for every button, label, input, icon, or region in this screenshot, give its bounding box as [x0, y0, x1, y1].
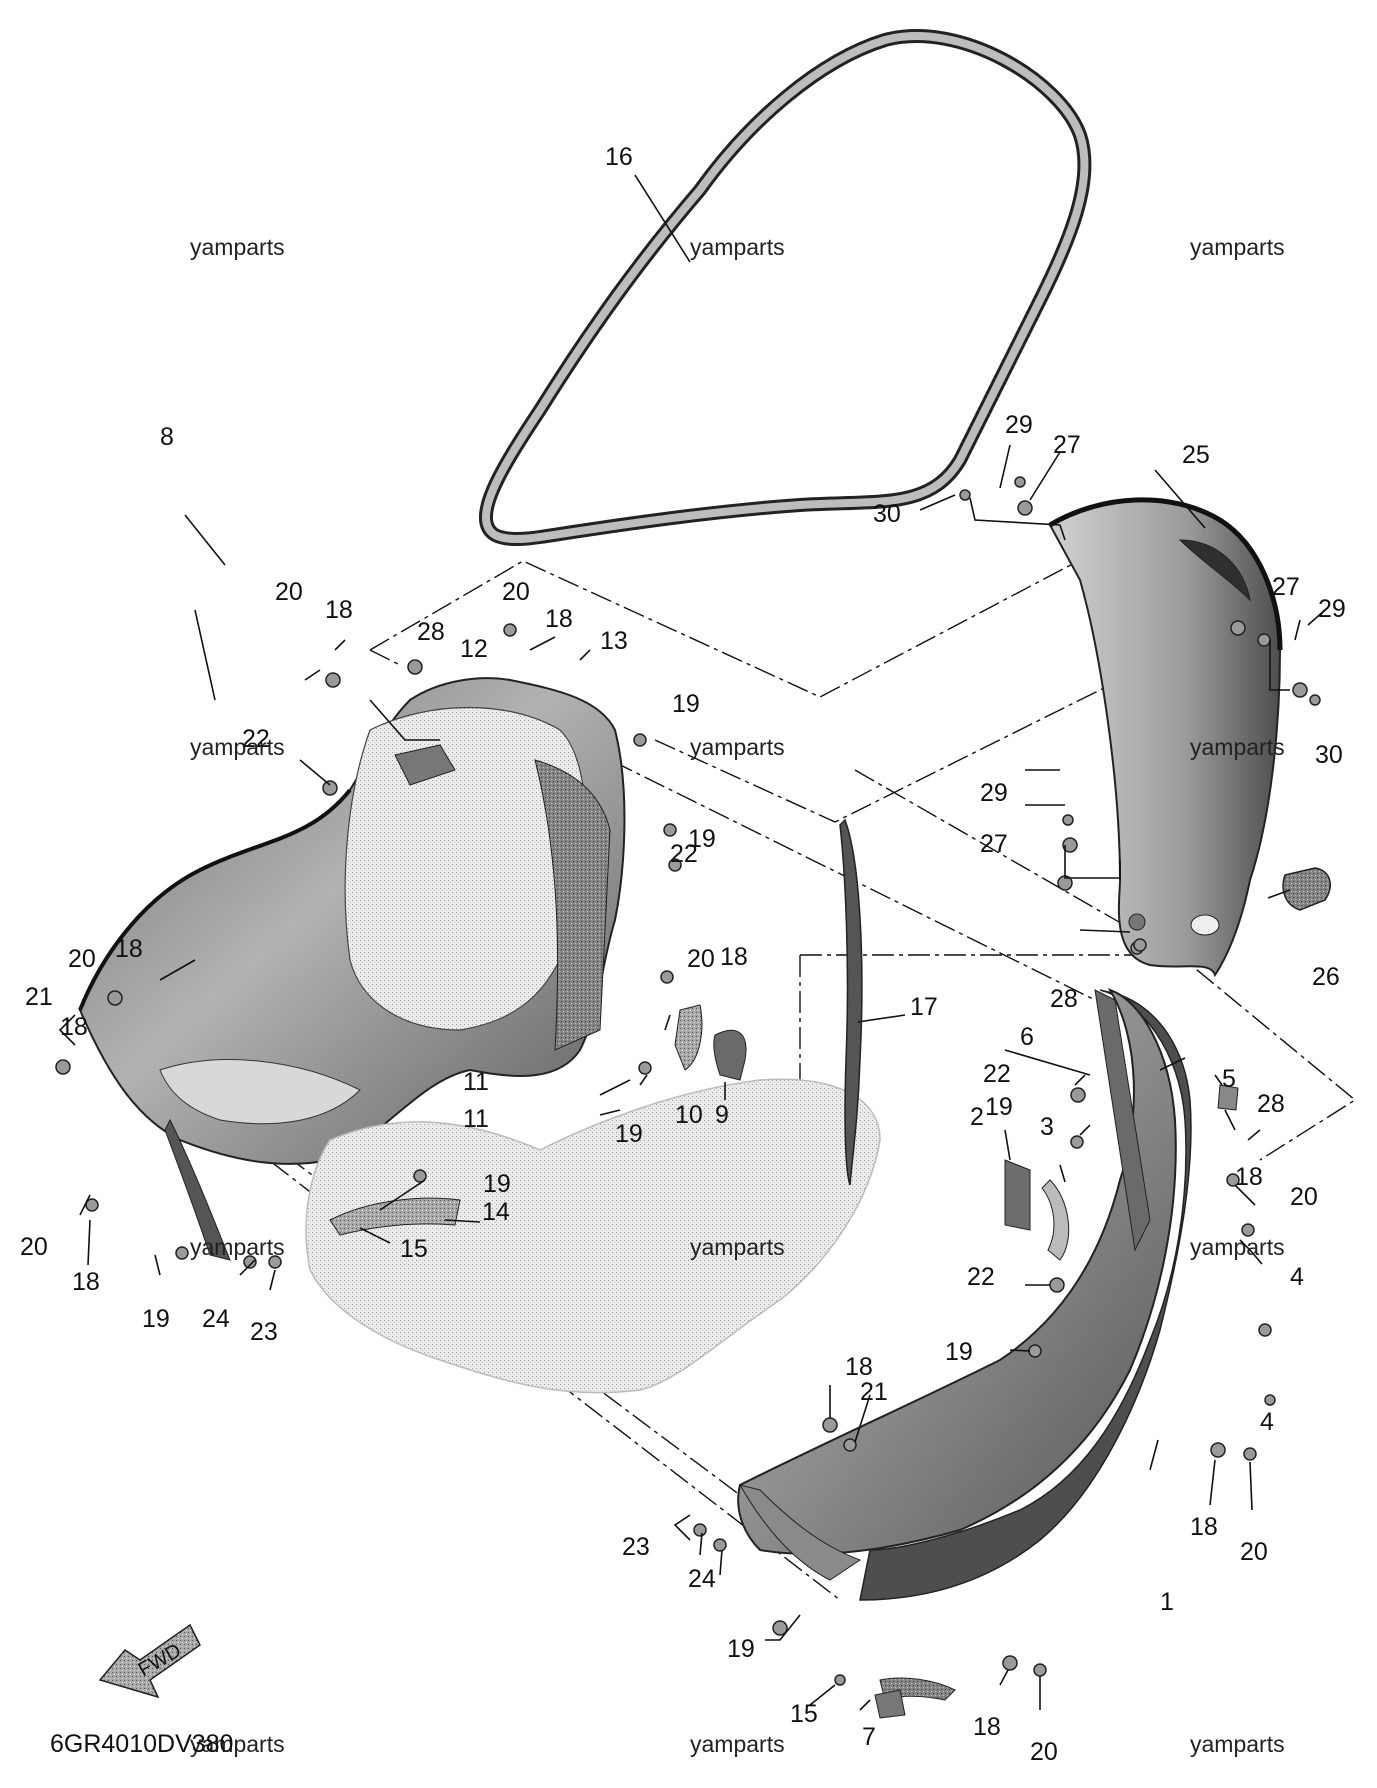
front-cover-part: [737, 988, 1192, 1601]
callout-19: 19: [727, 1635, 755, 1663]
callout-19: 19: [688, 825, 716, 853]
callout-20: 20: [20, 1233, 48, 1261]
callout-19: 19: [142, 1305, 170, 1333]
callout-30: 30: [873, 500, 901, 528]
watermark-text: yamparts: [1190, 1731, 1285, 1757]
callout-22: 22: [670, 840, 698, 868]
callout-18: 18: [545, 605, 573, 633]
callout-20: 20: [1030, 1738, 1058, 1766]
callout-20: 20: [687, 945, 715, 973]
callout-14: 14: [482, 1198, 510, 1226]
callout-23: 23: [622, 1533, 650, 1561]
callout-17: 17: [910, 993, 938, 1021]
callout-7: 7: [862, 1723, 876, 1751]
callout-19: 19: [985, 1093, 1013, 1121]
callout-20: 20: [1290, 1183, 1318, 1211]
callout-6: 6: [1020, 1023, 1034, 1051]
watermark-text: yamparts: [690, 1234, 785, 1260]
callout-11: 11: [463, 1105, 489, 1133]
callout-26: 26: [1312, 963, 1340, 991]
callout-18: 18: [1190, 1513, 1218, 1541]
callout-1: 1: [1160, 1588, 1174, 1616]
leader-lines: [58, 444, 1326, 1711]
callout-28: 28: [417, 618, 445, 646]
strip-part: [839, 818, 906, 1186]
callout-18: 18: [325, 596, 353, 624]
callout-19: 19: [483, 1170, 511, 1198]
callout-20: 20: [68, 945, 96, 973]
watermark-text: yamparts: [690, 1731, 785, 1757]
seal-ring-part: [478, 29, 1092, 547]
small-parts: [329, 1004, 1239, 1719]
connector-part-26: [1267, 867, 1331, 911]
callout-20: 20: [502, 578, 530, 606]
callout-23: 23: [250, 1318, 278, 1346]
callout-19: 19: [945, 1338, 973, 1366]
watermark-text: yamparts: [190, 1731, 285, 1757]
callout-5: 5: [1222, 1065, 1236, 1093]
callout-24: 24: [202, 1305, 230, 1333]
watermarks: yamparts yamparts yamparts yamparts yamp…: [190, 234, 1285, 1757]
callout-27: 27: [980, 830, 1008, 858]
fasteners: [55, 476, 1321, 1686]
watermark-text: yamparts: [1190, 1234, 1285, 1260]
callout-18: 18: [1235, 1163, 1263, 1191]
watermark-text: yamparts: [190, 734, 285, 760]
inner-panel-part: [78, 677, 626, 1261]
watermark-text: yamparts: [690, 734, 785, 760]
fwd-arrow-icon: FWD: [98, 1623, 201, 1699]
callout-28: 28: [1257, 1090, 1285, 1118]
callout-15: 15: [400, 1235, 428, 1263]
callout-29: 29: [1005, 411, 1033, 439]
callout-27: 27: [1272, 573, 1300, 601]
diagram-code: 6GR4010DV380: [50, 1730, 233, 1758]
callout-29: 29: [980, 779, 1008, 807]
callout-21: 21: [25, 983, 53, 1011]
callout-16: 16: [605, 143, 633, 171]
callout-12: 12: [460, 635, 488, 663]
callout-19: 19: [672, 690, 700, 718]
callout-18: 18: [720, 943, 748, 971]
callout-4: 4: [1260, 1408, 1274, 1436]
callout-18: 18: [845, 1353, 873, 1381]
callout-3: 3: [1040, 1113, 1054, 1141]
callout-15: 15: [790, 1700, 818, 1728]
watermark-text: yamparts: [190, 234, 285, 260]
callout-13: 13: [600, 627, 628, 655]
callout-20: 20: [1240, 1538, 1268, 1566]
callout-28: 28: [1050, 985, 1078, 1013]
callout-22: 22: [967, 1263, 995, 1291]
callout-18: 18: [60, 1013, 88, 1041]
callout-2: 2: [970, 1103, 984, 1131]
callout-labels: 1 2 3 4 4 5 6 7 8 9 10 11 11 12 13 14 15…: [20, 143, 1346, 1766]
callout-4: 4: [1290, 1263, 1304, 1291]
callout-9: 9: [715, 1101, 729, 1129]
callout-30: 30: [1315, 741, 1343, 769]
callout-24: 24: [688, 1565, 716, 1593]
watermark-text: yamparts: [1190, 234, 1285, 260]
watermark-text: yamparts: [190, 1234, 285, 1260]
callout-21: 21: [860, 1378, 888, 1406]
callout-20: 20: [275, 578, 303, 606]
callout-8: 8: [160, 423, 174, 451]
callout-19: 19: [615, 1120, 643, 1148]
watermark-text: yamparts: [690, 234, 785, 260]
callout-22: 22: [242, 725, 270, 753]
callout-10: 10: [675, 1101, 703, 1129]
frame-ghost: [305, 1078, 881, 1394]
callout-18: 18: [115, 935, 143, 963]
callout-11: 11: [463, 1068, 489, 1096]
callout-18: 18: [973, 1713, 1001, 1741]
watermark-text: yamparts: [1190, 734, 1285, 760]
callout-27: 27: [1053, 431, 1081, 459]
callout-29: 29: [1318, 595, 1346, 623]
callout-22: 22: [983, 1060, 1011, 1088]
callout-25: 25: [1182, 441, 1210, 469]
rear-cover-part: [1048, 497, 1283, 978]
callout-18: 18: [72, 1268, 100, 1296]
